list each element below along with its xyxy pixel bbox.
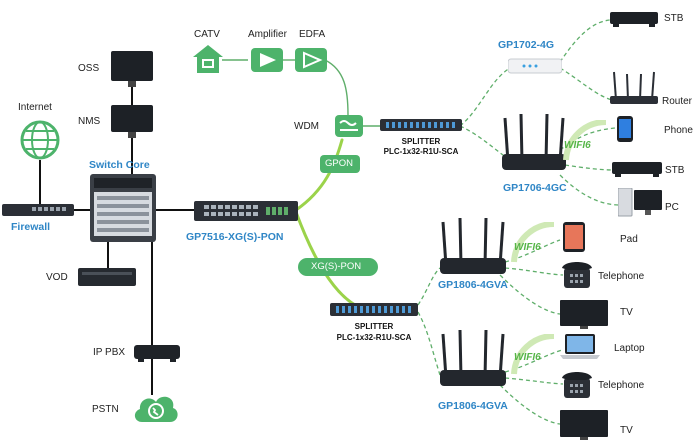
wifi-signal-a-icon <box>563 120 607 161</box>
catv-house-icon <box>193 45 223 73</box>
edfa-icon <box>295 48 327 72</box>
stb-top-label: STB <box>664 13 684 24</box>
splitter-bottom-model: PLC-1x32-R1U-SCA <box>336 333 412 342</box>
ip-pbx-device-icon <box>134 345 180 362</box>
telephone-b-icon <box>562 372 592 398</box>
laptop-label: Laptop <box>614 343 645 354</box>
splitter-top-model: PLC-1x32-R1U-SCA <box>383 147 459 156</box>
gp1702-label: GP1702-4G <box>498 39 555 51</box>
splitter-top-name: SPLITTER <box>401 137 441 146</box>
xgs-pon-tag-label: XG(S)-PON <box>311 261 362 272</box>
switch-core-label: Switch Core <box>89 159 150 171</box>
pstn-label: PSTN <box>92 404 119 415</box>
vod-label: VOD <box>46 272 68 283</box>
splitter-bottom-device-icon <box>330 303 418 316</box>
gp1806-b-ont-icon <box>440 330 506 386</box>
phone-icon <box>617 116 633 142</box>
pc-label: PC <box>665 202 679 213</box>
pc-icon <box>618 188 662 217</box>
nms-label: NMS <box>78 116 101 127</box>
switch-core-chassis-icon <box>90 174 156 242</box>
telephone-a-label: Telephone <box>598 271 645 282</box>
nms-monitor-icon <box>111 105 153 138</box>
splitter-top-device-icon <box>380 119 462 131</box>
internet-globe-icon <box>20 120 60 160</box>
pad-icon <box>563 222 585 252</box>
olt-device-icon <box>194 201 298 221</box>
pstn-cloud-icon <box>134 396 178 422</box>
stb-mid-label: STB <box>665 165 685 176</box>
oss-monitor-icon <box>111 51 153 87</box>
wdm-icon <box>335 115 363 137</box>
tv-a-label: TV <box>620 307 633 318</box>
vod-server-icon <box>78 268 136 286</box>
router-label: Router <box>662 96 693 107</box>
amplifier-icon <box>251 48 283 72</box>
tv-b-label: TV <box>620 425 633 436</box>
gp1806-a-ont-icon <box>440 218 506 274</box>
gp1706-ont-icon <box>502 114 566 170</box>
gp1806-a-label: GP1806-4GVA <box>438 279 508 291</box>
splitter-bottom-name: SPLITTER <box>354 322 394 331</box>
wifi-label-b: WIFI6 <box>514 242 541 253</box>
gp1806-b-label: GP1806-4GVA <box>438 400 508 412</box>
amplifier-label: Amplifier <box>248 29 287 40</box>
gpon-tag-shape <box>320 155 360 173</box>
stb-mid-icon <box>612 162 662 177</box>
phone-label: Phone <box>664 125 693 136</box>
wifi-label-a: WIFI6 <box>564 140 591 151</box>
telephone-a-icon <box>562 262 592 288</box>
olt-label: GP7516-XG(S)-PON <box>186 231 284 243</box>
pad-label: Pad <box>620 234 638 245</box>
gp1706-label: GP1706-4GC <box>503 182 567 194</box>
firewall-label: Firewall <box>11 221 51 233</box>
ip-pbx-label: IP PBX <box>93 347 126 358</box>
firewall-device-icon <box>2 204 74 216</box>
wdm-label: WDM <box>294 121 319 132</box>
xgs-pon-tag-shape <box>298 258 378 276</box>
tv-b-icon <box>560 410 608 440</box>
telephone-b-label: Telephone <box>598 380 645 391</box>
laptop-icon <box>560 334 600 359</box>
wifi-label-c: WIFI6 <box>514 352 541 363</box>
catv-label: CATV <box>194 29 220 40</box>
router-icon <box>610 71 658 104</box>
tv-a-icon <box>560 300 608 329</box>
internet-label: Internet <box>18 102 52 113</box>
oss-label: OSS <box>78 63 100 74</box>
gp1702-ont-icon <box>508 58 562 74</box>
gpon-tag-label: GPON <box>325 158 353 169</box>
wifi-signal-b-icon <box>511 222 555 263</box>
wifi-signal-c-icon <box>511 334 555 375</box>
stb-top-icon <box>610 12 658 27</box>
edfa-label: EDFA <box>299 29 326 40</box>
